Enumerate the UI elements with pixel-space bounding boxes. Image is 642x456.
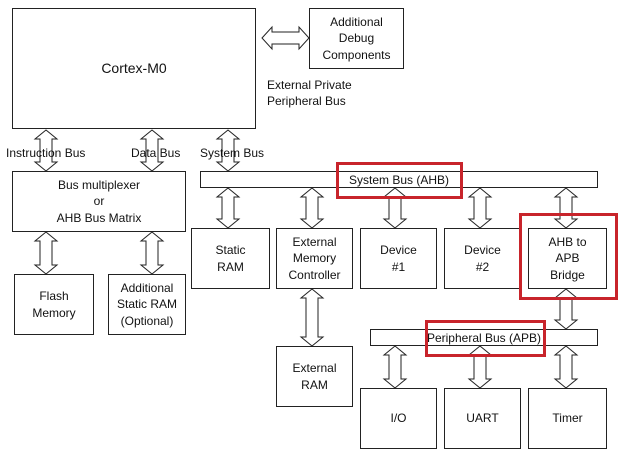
device-2-block: Device #2 xyxy=(444,228,521,289)
external-memory-controller-block: External Memory Controller xyxy=(276,228,353,289)
external-private-bus-label: External Private Peripheral Bus xyxy=(267,78,352,109)
flash-memory-block: Flash Memory xyxy=(14,274,94,335)
static-ram-label: Static RAM xyxy=(215,243,246,274)
ext-mem-ctrl-arrow xyxy=(299,187,325,229)
additional-ram-arrow xyxy=(139,231,165,275)
uart-label: UART xyxy=(466,411,499,426)
debug-components-block: Additional Debug Components xyxy=(309,8,404,69)
peripheral-bus-apb-label: Peripheral Bus (APB) xyxy=(426,330,542,345)
timer-arrow xyxy=(553,345,579,389)
device-1-block: Device #1 xyxy=(360,228,437,289)
system-bus-label: System Bus xyxy=(200,146,265,160)
external-memory-controller-label: External Memory Controller xyxy=(288,235,341,282)
external-ram-block: External RAM xyxy=(276,346,353,407)
bus-multiplexer-label: Bus multiplexer or AHB Bus Matrix xyxy=(56,178,142,225)
ahb-to-apb-bridge-label: AHB to APB Bridge xyxy=(548,235,587,282)
debug-components-label: Additional Debug Components xyxy=(322,15,391,62)
external-ram-arrow xyxy=(299,288,325,347)
timer-block: Timer xyxy=(528,388,607,449)
cortex-m0-label: Cortex-M0 xyxy=(101,60,167,77)
uart-block: UART xyxy=(444,388,521,449)
timer-label: Timer xyxy=(552,411,583,426)
static-ram-arrow xyxy=(215,187,241,229)
bridge-highlight xyxy=(519,213,618,300)
additional-static-ram-block: Additional Static RAM (Optional) xyxy=(108,274,186,335)
peripheral-bus-highlight xyxy=(425,320,546,357)
device-2-arrow xyxy=(467,187,493,229)
bus-multiplexer-block: Bus multiplexer or AHB Bus Matrix xyxy=(12,171,186,232)
flash-memory-arrow xyxy=(33,231,59,275)
flash-memory-label: Flash Memory xyxy=(32,289,76,320)
device-2-label: Device #2 xyxy=(464,243,501,274)
debug-bus-arrow xyxy=(261,25,310,51)
device-1-label: Device #1 xyxy=(380,243,417,274)
external-ram-label: External RAM xyxy=(292,361,337,392)
system-bus-bar: System Bus (AHB) xyxy=(200,171,598,188)
system-bus-ahb-label: System Bus (AHB) xyxy=(348,172,450,187)
io-block: I/O xyxy=(360,388,437,449)
additional-static-ram-label: Additional Static RAM (Optional) xyxy=(116,281,177,328)
data-bus-label: Data Bus xyxy=(131,146,181,160)
static-ram-block: Static RAM xyxy=(191,228,270,289)
instruction-bus-label: Instruction Bus xyxy=(6,146,86,160)
cortex-m0-block: Cortex-M0 xyxy=(12,8,256,129)
io-label: I/O xyxy=(390,411,407,426)
ahb-to-apb-bridge-block: AHB to APB Bridge xyxy=(528,228,607,289)
io-arrow xyxy=(382,345,408,389)
system-bus-highlight xyxy=(336,162,463,199)
